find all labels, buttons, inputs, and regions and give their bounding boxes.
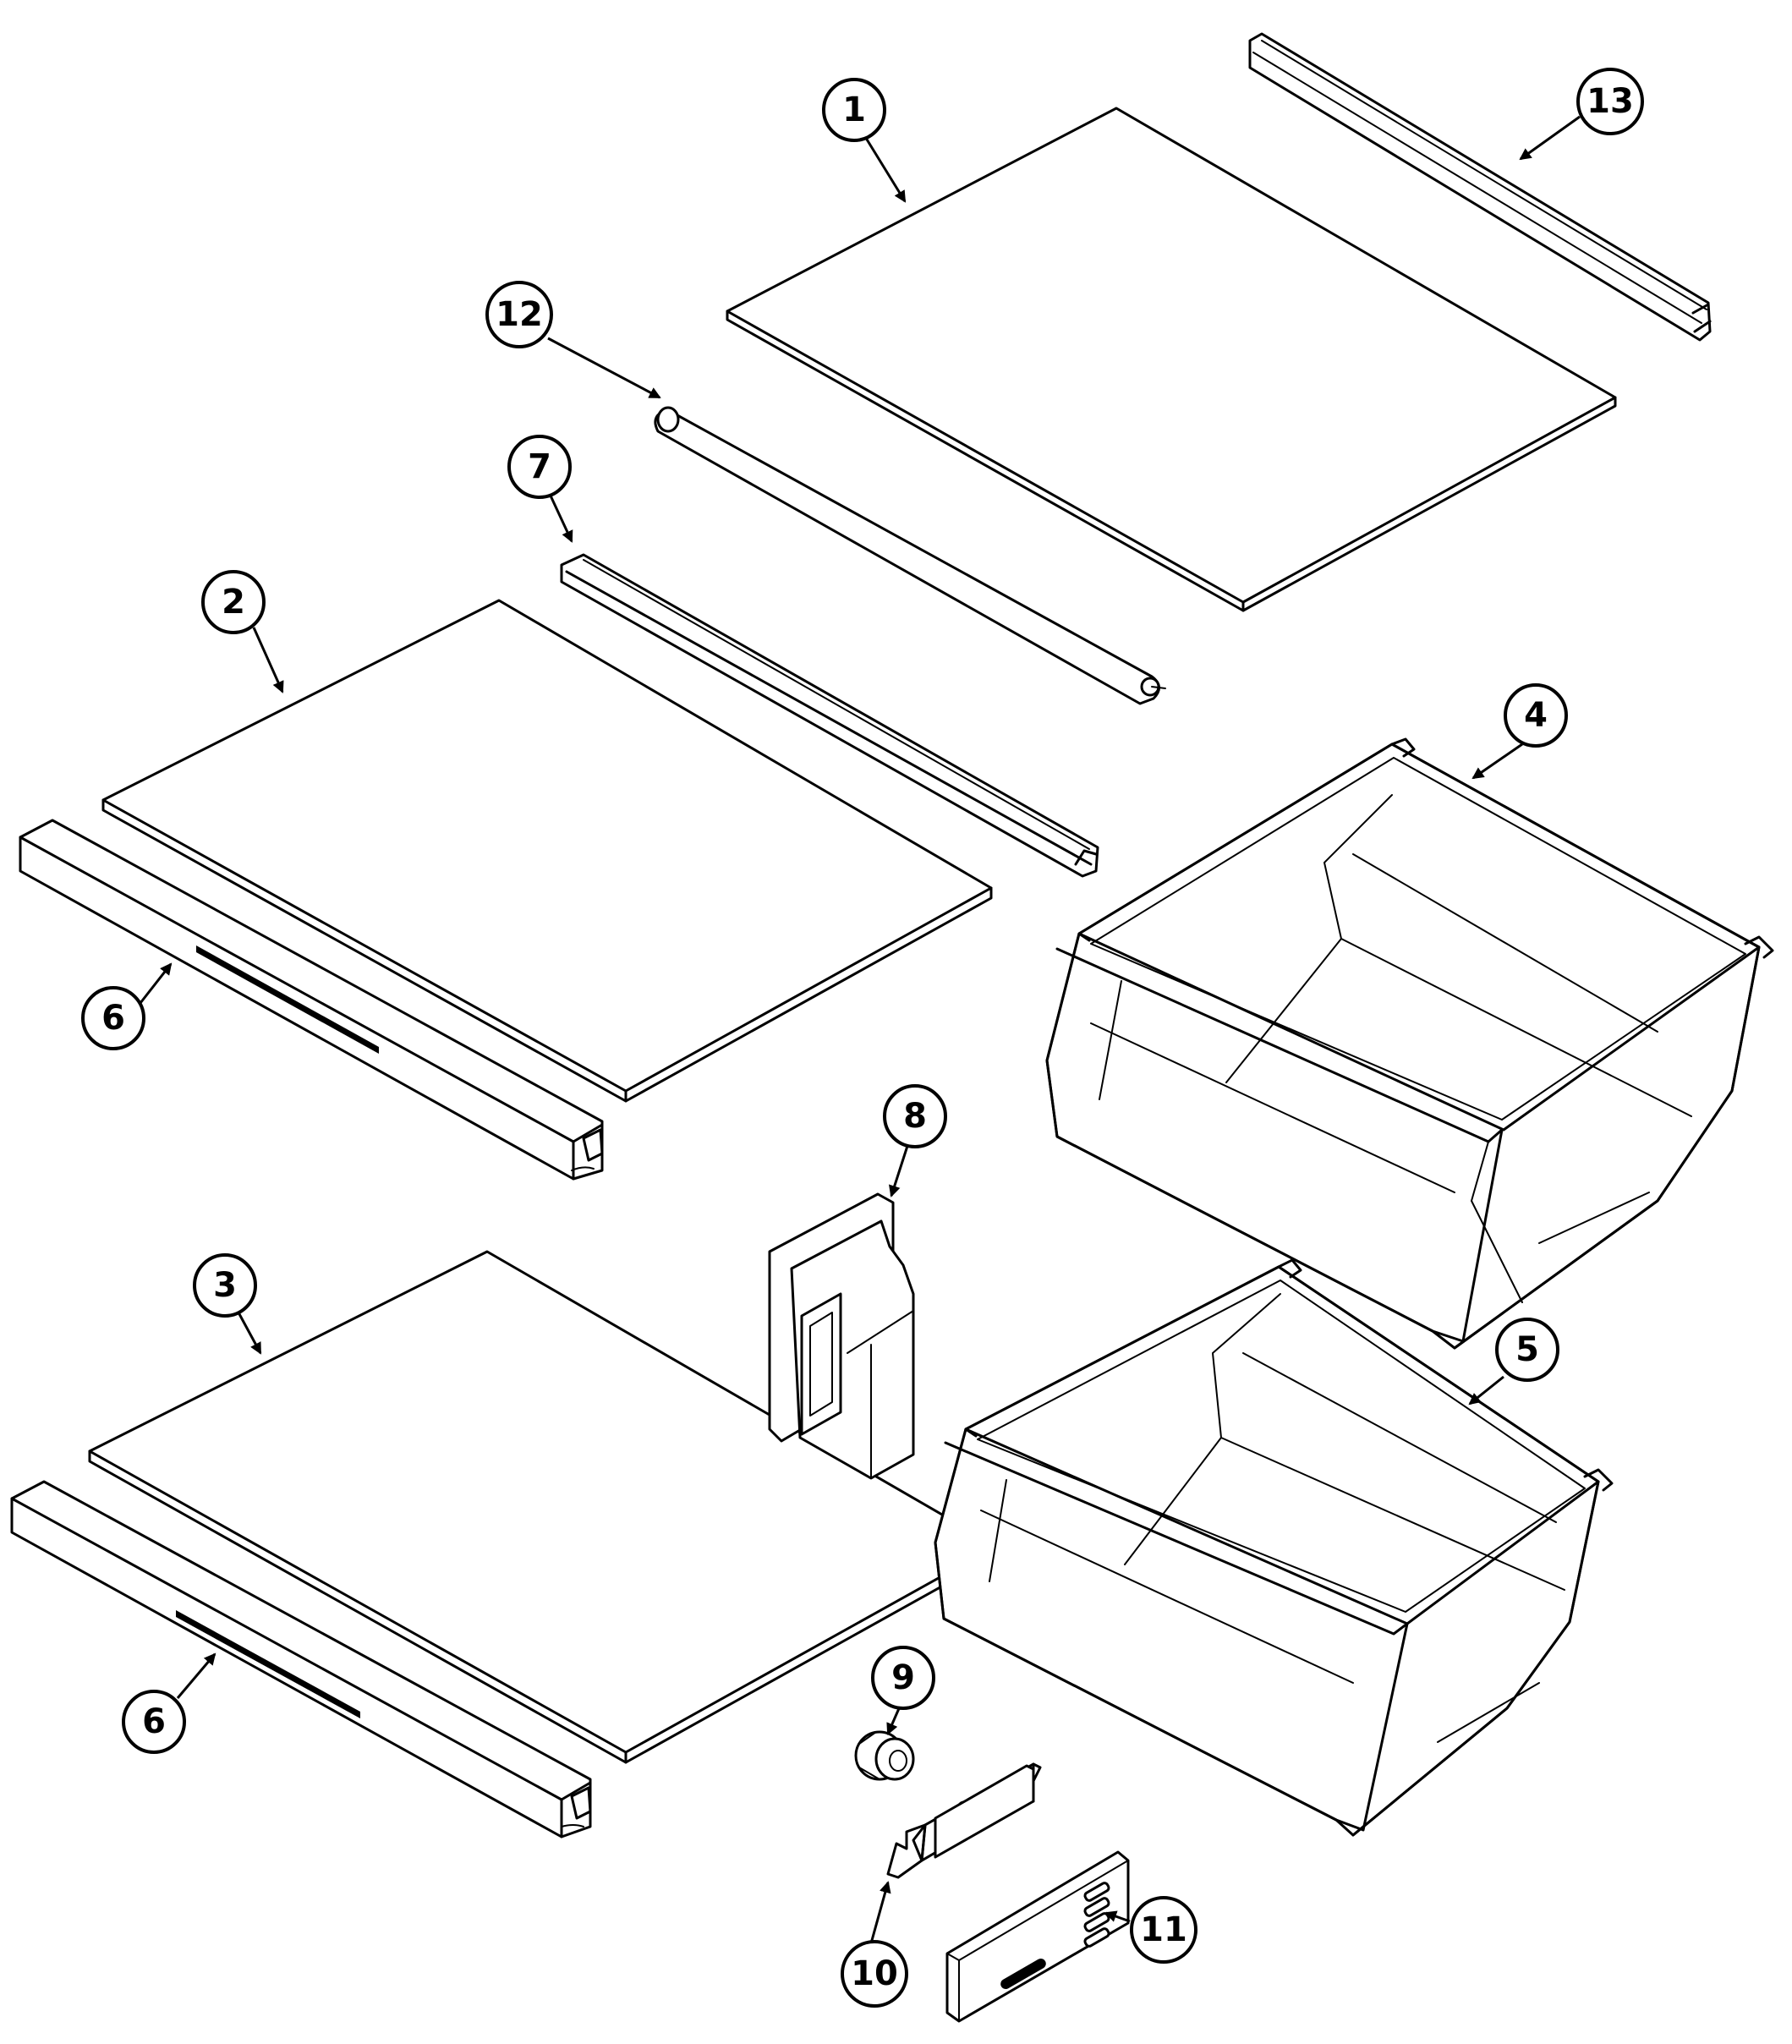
leader-lines [139,115,1581,1944]
part-6-upper-trim [19,819,604,1181]
callout-11-label: 11 [1140,1910,1187,1949]
part-5-crisper-drawer [934,1258,1614,1837]
callout-13: 13 [1576,68,1644,135]
callout-10-label: 10 [851,1954,898,1993]
part-6-lower-trim [10,1480,592,1839]
callout-6-upper-label: 6 [101,999,125,1038]
callout-1: 1 [822,78,886,142]
part-13-trim [1248,32,1712,342]
part-12-tube [654,406,1166,705]
callout-4-label: 4 [1524,696,1548,735]
callout-5: 5 [1495,1318,1559,1382]
part-8-bracket [768,1192,915,1480]
callout-3: 3 [193,1253,257,1318]
callout-13-label: 13 [1586,82,1634,121]
callout-5-label: 5 [1515,1330,1539,1369]
callout-12-label: 12 [496,295,543,334]
callout-9-label: 9 [891,1658,915,1697]
callout-8-label: 8 [903,1097,927,1136]
part-11-vent-cover [945,1850,1130,2023]
callout-3-label: 3 [213,1266,237,1305]
callout-2-label: 2 [222,583,245,622]
callout-6-lower: 6 [122,1690,186,1754]
part-4-crisper-drawer [1045,737,1774,1350]
callout-7: 7 [507,435,572,499]
callout-1-label: 1 [842,90,866,129]
callout-8: 8 [883,1084,947,1148]
part-7-trim [560,553,1099,878]
callout-10: 10 [841,1940,908,2008]
callout-12: 12 [485,281,553,348]
callout-6-upper: 6 [81,986,145,1050]
callout-9: 9 [871,1646,935,1710]
part-10-slide [886,1762,1042,1879]
callout-2: 2 [201,570,266,634]
callout-7-label: 7 [528,447,551,486]
part-9-knob [854,1730,915,1781]
callout-6-lower-label: 6 [142,1702,166,1741]
callout-11: 11 [1130,1896,1197,1964]
callout-4: 4 [1504,683,1568,748]
part-1-shelf [726,107,1617,612]
part-2-shelf [101,599,993,1103]
vent-slots [1083,1882,1110,1948]
